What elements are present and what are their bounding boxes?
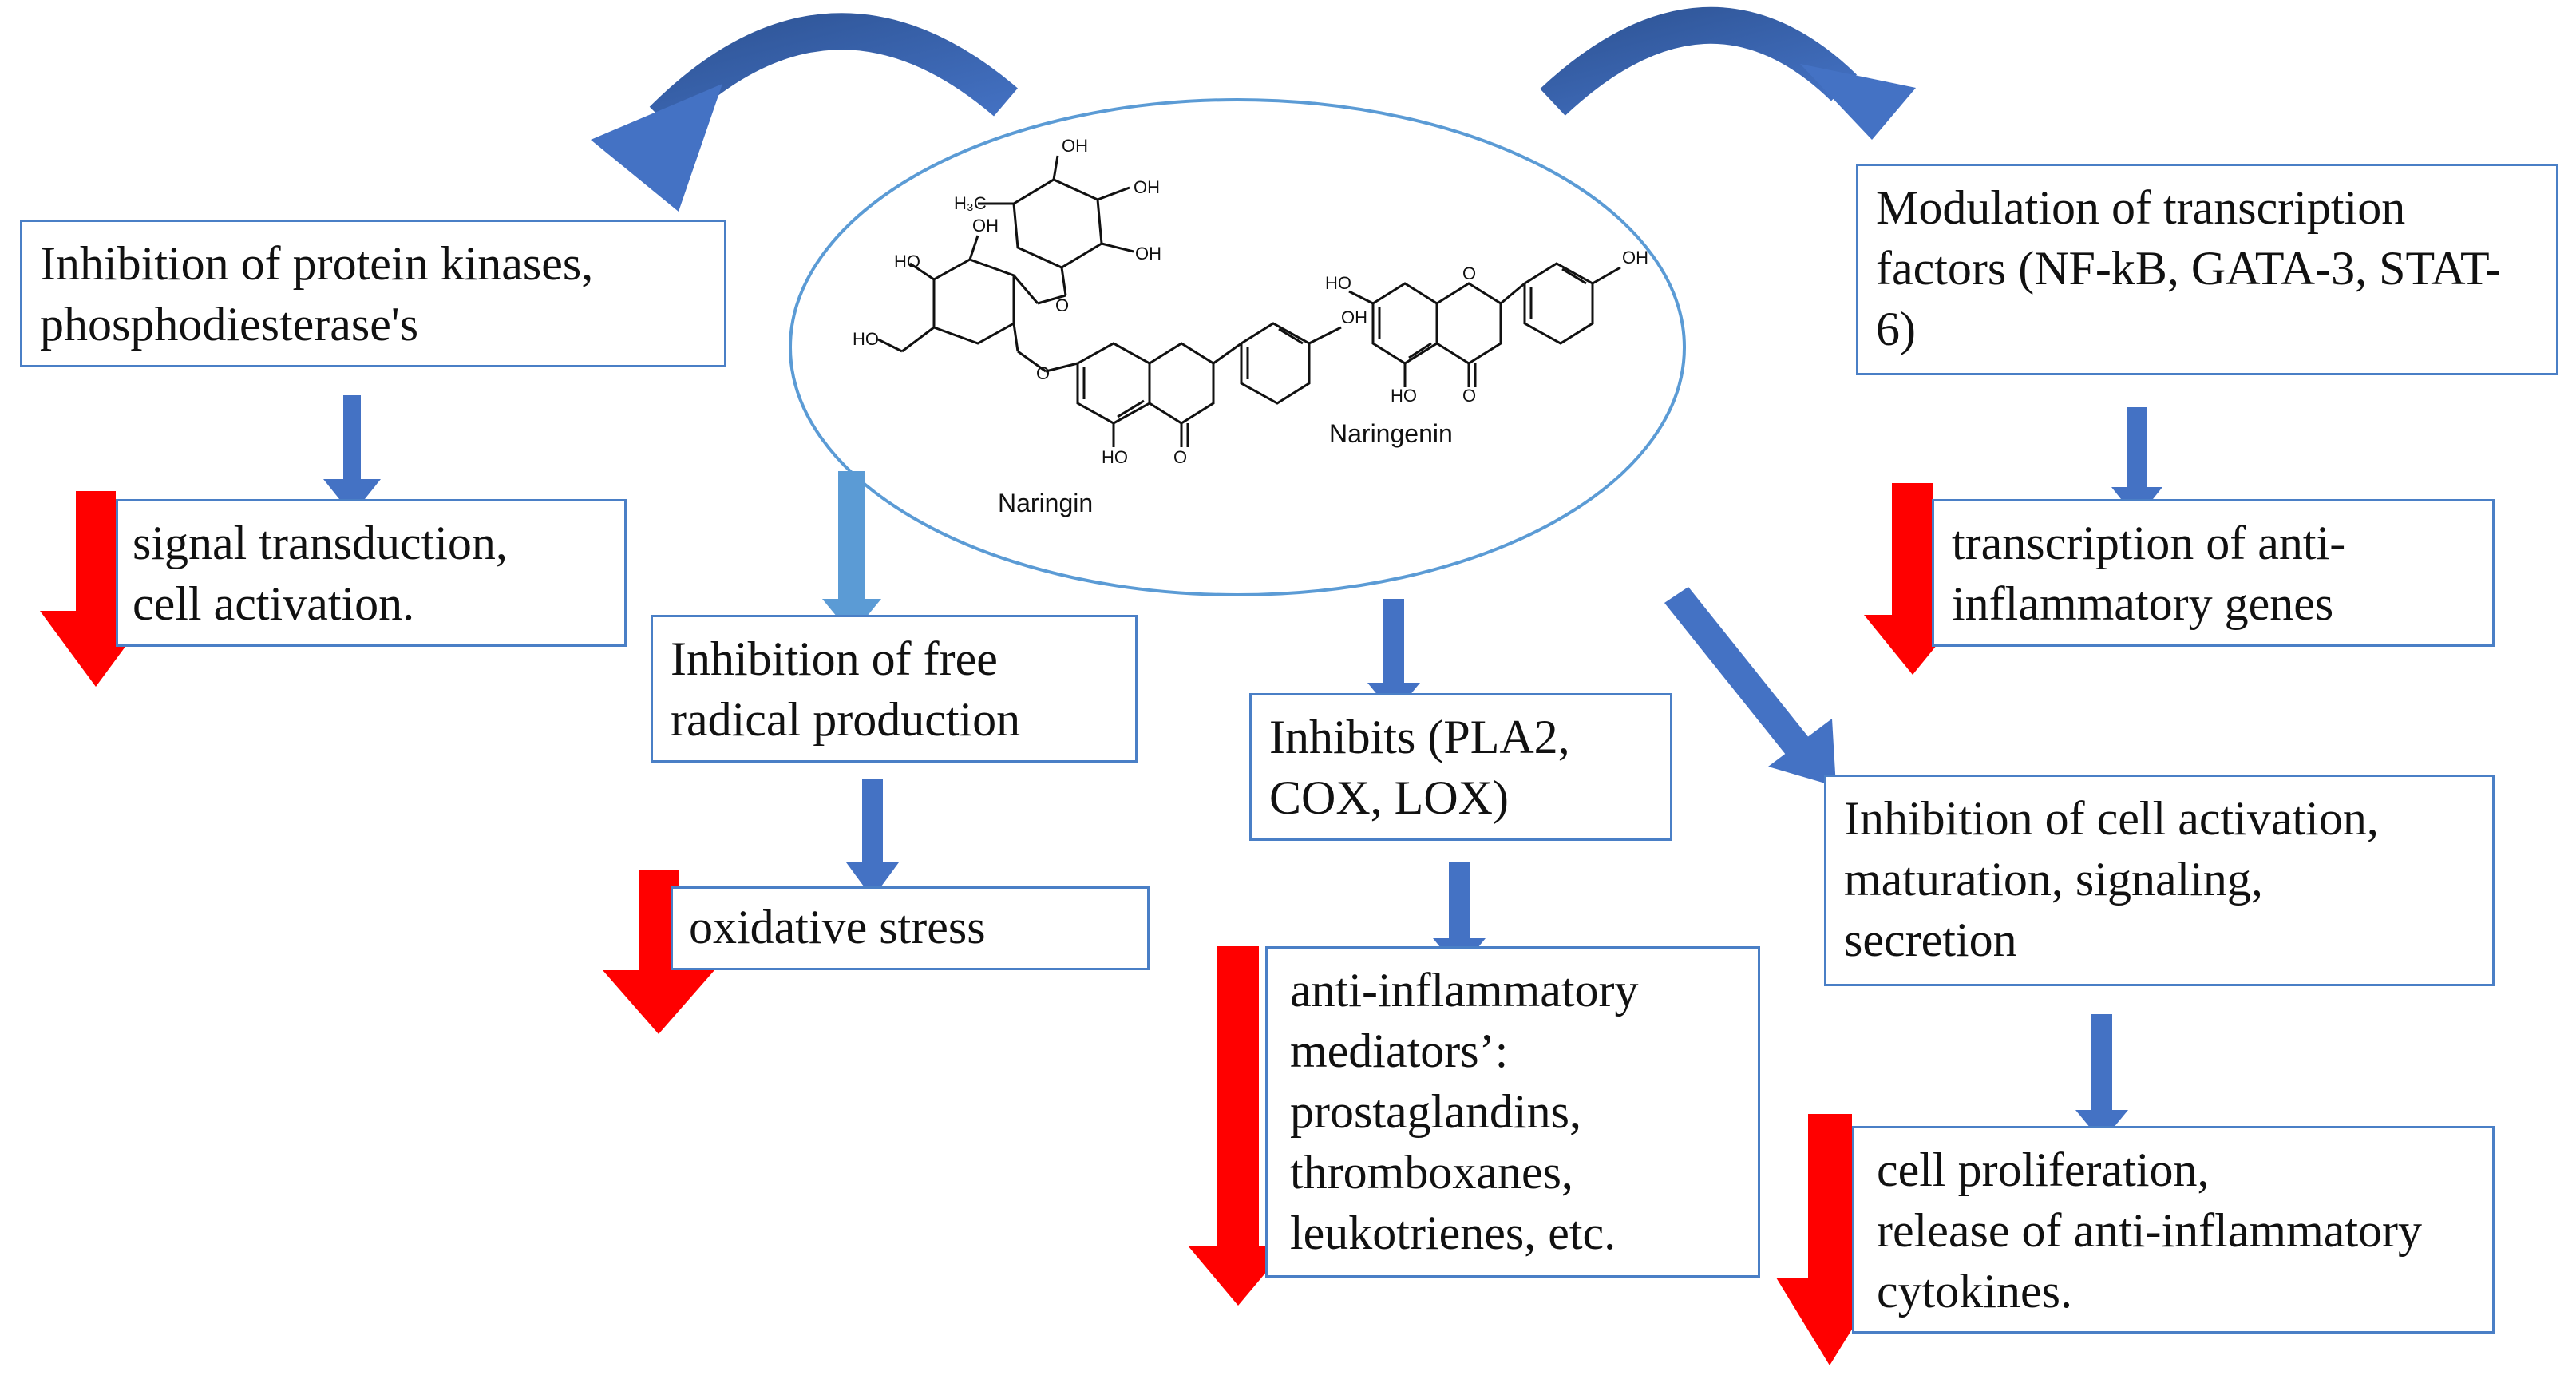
text-protein-kinases: Inhibition of protein kinases, phosphodi… [40, 237, 594, 351]
svg-text:OH: OH [972, 216, 999, 236]
naringenin-atom-labels: HO O O HO OH [1325, 248, 1648, 406]
text-mediators: anti-inflammatory mediators’: prostaglan… [1290, 964, 1639, 1259]
text-signal-transduction: signal transduction, cell activation. [133, 517, 508, 630]
svg-text:HO: HO [894, 252, 920, 271]
naringin-atom-labels: H₃C OH OH OH O HO OH HO O O HO OH [853, 136, 1367, 467]
svg-text:O: O [1055, 295, 1069, 315]
text-inhibits-pla2: Inhibits (PLA2, COX, LOX) [1269, 711, 1570, 824]
text-free-radical: Inhibition of free radical production [671, 632, 1021, 746]
text-cell-activation: Inhibition of cell activation, maturatio… [1844, 792, 2379, 966]
box-oxidative-stress: oxidative stress [671, 886, 1150, 970]
svg-text:HO: HO [853, 329, 879, 349]
box-inhibits-pla2: Inhibits (PLA2, COX, LOX) [1249, 693, 1672, 841]
red-arrow-mediators [1188, 946, 1288, 1306]
text-oxidative-stress: oxidative stress [689, 901, 986, 953]
text-cell-proliferation: cell proliferation, release of anti-infl… [1877, 1143, 2423, 1318]
box-transcription-factors: Modulation of transcription factors (NF-… [1856, 164, 2558, 375]
blue-arrow-free-radical-down [846, 779, 899, 898]
svg-text:HO: HO [1102, 447, 1128, 467]
naringenin-label: Naringenin [1329, 419, 1453, 448]
box-signal-transduction: signal transduction, cell activation. [116, 499, 627, 647]
blue-arrow-kinases-down [323, 395, 381, 515]
blue-arrow-diagonal-to-cell-activation [1664, 587, 1836, 787]
blue-arrow-cell-activation-down [2075, 1014, 2128, 1142]
naringin-label: Naringin [998, 489, 1094, 517]
box-free-radical: Inhibition of free radical production [651, 615, 1138, 763]
svg-text:HO: HO [1391, 386, 1417, 406]
text-anti-inflammatory-genes: transcription of anti- inflammatory gene… [1952, 517, 2346, 630]
svg-text:HO: HO [1325, 273, 1351, 293]
svg-text:OH: OH [1622, 248, 1648, 268]
box-cell-proliferation: cell proliferation, release of anti-infl… [1852, 1126, 2495, 1334]
box-mediators: anti-inflammatory mediators’: prostaglan… [1265, 946, 1760, 1278]
svg-text:O: O [1462, 264, 1476, 283]
svg-text:OH: OH [1341, 307, 1367, 327]
blue-arrow-ellipse-to-free-radical [822, 471, 881, 635]
naringin-structure [877, 155, 1342, 447]
box-anti-inflammatory-genes: transcription of anti- inflammatory gene… [1932, 499, 2495, 647]
svg-text:OH: OH [1134, 177, 1160, 197]
svg-text:H₃C: H₃C [954, 193, 987, 213]
svg-text:OH: OH [1062, 136, 1088, 156]
svg-text:O: O [1173, 447, 1187, 467]
curved-arrow-left [591, 13, 1018, 212]
box-protein-kinases: Inhibition of protein kinases, phosphodi… [20, 220, 726, 367]
box-cell-activation: Inhibition of cell activation, maturatio… [1824, 775, 2495, 986]
curved-arrow-right [1540, 6, 1916, 140]
svg-text:O: O [1462, 386, 1476, 406]
svg-text:O: O [1036, 363, 1050, 383]
text-transcription-factors: Modulation of transcription factors (NF-… [1876, 181, 2502, 355]
naringenin-structure [1348, 262, 1621, 387]
svg-text:OH: OH [1135, 244, 1161, 264]
